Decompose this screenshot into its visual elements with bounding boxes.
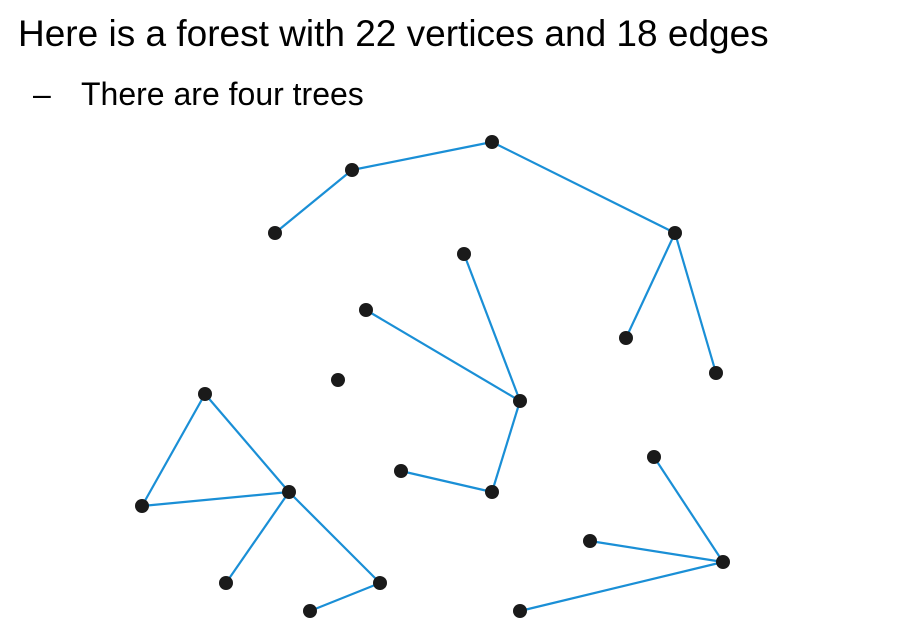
vertex-p xyxy=(219,576,233,590)
vertex-c xyxy=(485,135,499,149)
vertex-t xyxy=(583,534,597,548)
vertex-g xyxy=(457,247,471,261)
edge-b-c xyxy=(351,140,493,172)
vertex-s xyxy=(647,450,661,464)
vertex-m xyxy=(135,499,149,513)
edge-d-e xyxy=(625,232,676,339)
edges-layer xyxy=(141,140,724,613)
edge-j-k xyxy=(400,469,493,494)
bullet-point: –There are four trees xyxy=(33,76,364,112)
edge-d-f xyxy=(673,232,718,374)
vertex-e xyxy=(619,331,633,345)
edge-g-i xyxy=(462,253,522,402)
vertex-v xyxy=(513,604,527,618)
vertex-k xyxy=(394,464,408,478)
edge-m-o xyxy=(141,490,290,508)
edge-o-p xyxy=(225,491,290,584)
edge-u-v xyxy=(519,560,724,613)
edge-o-q xyxy=(288,491,381,584)
vertex-r xyxy=(303,604,317,618)
edge-h-i xyxy=(365,309,521,402)
edge-i-j xyxy=(490,400,522,493)
edge-s-u xyxy=(653,456,724,563)
vertex-q xyxy=(373,576,387,590)
vertex-b xyxy=(345,163,359,177)
vertex-j xyxy=(485,485,499,499)
edge-a-b xyxy=(274,169,353,234)
vertex-n xyxy=(331,373,345,387)
edge-t-u xyxy=(589,539,724,564)
vertex-h xyxy=(359,303,373,317)
vertex-i xyxy=(513,394,527,408)
vertices-layer xyxy=(135,135,730,618)
edge-l-o xyxy=(204,393,290,493)
edge-q-r xyxy=(309,581,381,613)
vertex-d xyxy=(668,226,682,240)
vertex-f xyxy=(709,366,723,380)
edge-l-m xyxy=(141,393,206,507)
vertex-a xyxy=(268,226,282,240)
vertex-l xyxy=(198,387,212,401)
edge-c-d xyxy=(491,141,676,234)
bullet-text: There are four trees xyxy=(81,76,364,112)
slide-title: Here is a forest with 22 vertices and 18… xyxy=(18,13,769,54)
bullet-marker: – xyxy=(33,76,51,112)
vertex-u xyxy=(716,555,730,569)
vertex-o xyxy=(282,485,296,499)
